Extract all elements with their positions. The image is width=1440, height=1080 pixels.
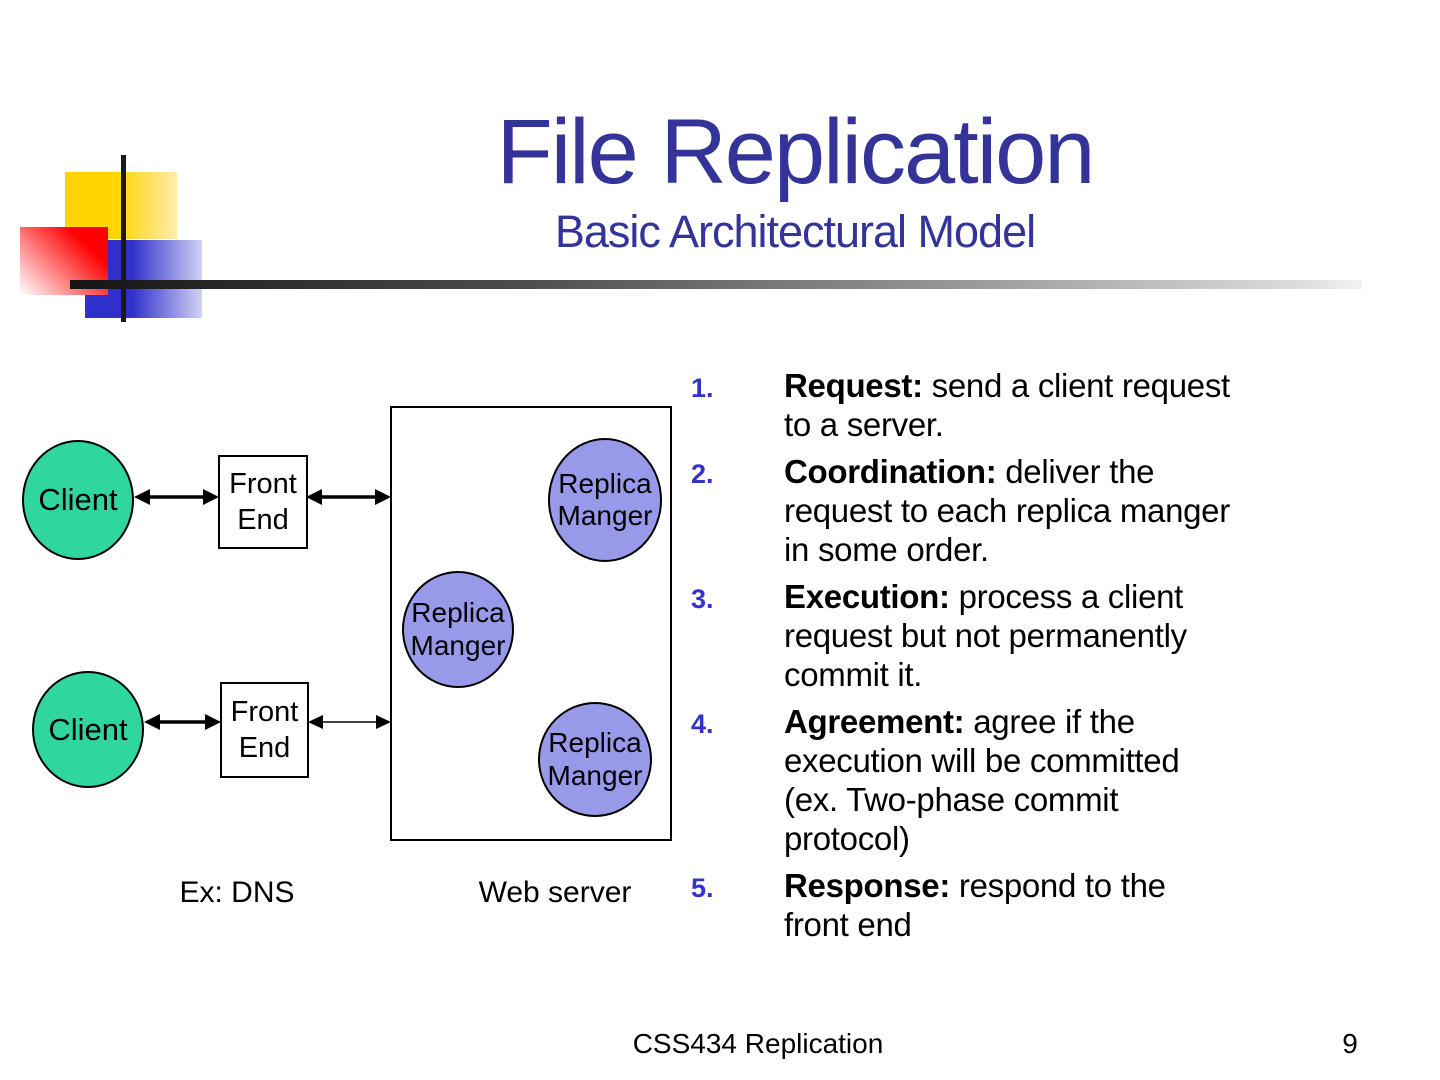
step-body: send a client request to a server. [784,367,1230,443]
step-label: Request: [784,367,923,404]
replica-manager-circle-2: Replica Manger [402,571,514,688]
step-label: Execution: [784,578,950,615]
step-number: 4. [691,709,714,739]
step-text: Execution: process a client request but … [784,577,1187,694]
step-label: Coordination: [784,453,997,490]
step-text: Response: respond to the front end [784,866,1166,944]
step-body: agree if the execution will be committed… [784,703,1180,857]
step-number: 3. [691,584,714,614]
client-circle-top: Client [22,440,134,560]
arrow-bottom-client-frontend [144,714,221,730]
front-end-box-bottom: Front End [220,682,309,778]
replica-manager-circle-3: Replica Manger [538,702,652,817]
header: File Replication Basic Architectural Mod… [150,104,1440,254]
page-subtitle: Basic Architectural Model [554,205,1036,257]
page-title: File Replication [496,101,1096,203]
step-coordination: 2. Coordination: deliver the request to … [685,452,1427,569]
step-label: Agreement: [784,703,965,740]
step-number: 1. [691,373,714,403]
step-body: deliver the request to each replica mang… [784,453,1230,568]
step-text: Request: send a client request to a serv… [784,366,1230,444]
front-end-box-top: Front End [218,455,308,549]
replica-manager-circle-1: Replica Manger [548,438,662,562]
front-end-example-label: Ex: DNS [179,876,295,909]
arrow-top-frontend-server [306,489,391,505]
step-body: respond to the front end [784,867,1166,943]
step-agreement: 4. Agreement: agree if the execution wil… [685,702,1427,858]
title-divider-line [70,280,1362,289]
arrow-top-client-frontend [134,489,219,505]
footer-page-number: 9 [1342,1028,1358,1059]
logo-vertical-line [121,155,126,322]
footer-course-label: CSS434 Replication [632,1028,884,1059]
step-text: Agreement: agree if the execution will b… [784,702,1180,858]
step-body: process a client request but not permane… [784,578,1187,693]
client-circle-bottom: Client [32,671,144,788]
steps-list: 1. Request: send a client request to a s… [685,366,1427,952]
step-number: 2. [691,459,714,489]
step-request: 1. Request: send a client request to a s… [685,366,1427,444]
server-example-label: Web server [478,876,632,909]
step-label: Response: [784,867,951,904]
step-number: 5. [691,873,714,903]
step-execution: 3. Execution: process a client request b… [685,577,1427,694]
step-text: Coordination: deliver the request to eac… [784,452,1230,569]
arrow-bottom-frontend-server [308,715,391,729]
step-response: 5. Response: respond to the front end [685,866,1427,944]
